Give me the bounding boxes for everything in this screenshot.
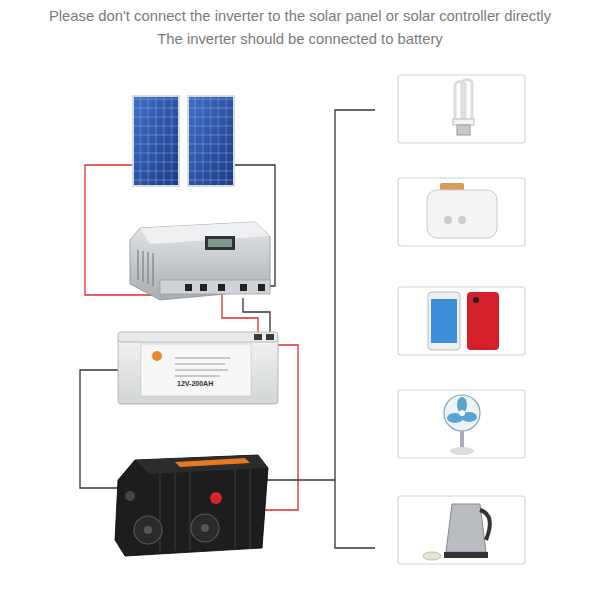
toaster xyxy=(427,183,497,238)
note-title: Please don't connect the inverter to the… xyxy=(0,8,600,24)
light-bulb xyxy=(453,80,474,136)
note-line: The inverter should be connected to batt… xyxy=(0,31,600,47)
desk-fan xyxy=(444,395,480,455)
charge-controller xyxy=(130,222,270,300)
smartphone xyxy=(428,292,499,350)
battery xyxy=(118,332,278,404)
solar-panel xyxy=(187,95,235,187)
kettle xyxy=(423,504,490,560)
inverter xyxy=(115,455,268,556)
solar-panel xyxy=(132,95,180,187)
battery-rating: 12V-200AH xyxy=(176,380,214,387)
